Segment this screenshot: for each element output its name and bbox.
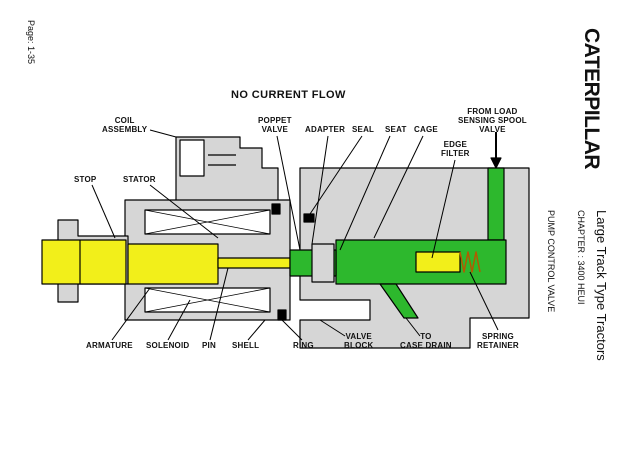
label-pin: PIN xyxy=(202,341,216,350)
diagram-title: NO CURRENT FLOW xyxy=(231,89,346,101)
armature xyxy=(41,239,127,285)
label-seal: SEAL xyxy=(352,125,375,134)
label-armature: ARMATURE xyxy=(86,341,133,350)
header-section: PUMP CONTROL VALVE xyxy=(546,210,556,313)
label-spring-retainer: SPRING RETAINER xyxy=(477,332,519,350)
oil-passage-vertical xyxy=(487,167,505,241)
case-drain-passage xyxy=(379,283,419,319)
pin xyxy=(217,257,291,269)
label-shell: SHELL xyxy=(232,341,260,350)
page-number: Page: 1-35 xyxy=(26,20,36,65)
caterpillar-logo: CATERPILLAR xyxy=(580,28,603,170)
header-title: Large Track Type Tractors xyxy=(594,210,609,361)
label-solenoid: SOLENOID xyxy=(146,341,190,350)
label-to-case-drain: TO CASE DRAIN xyxy=(400,332,452,350)
label-stop: STOP xyxy=(74,175,97,184)
label-edge-filter: EDGE FILTER xyxy=(441,140,470,158)
label-poppet-valve: POPPET VALVE xyxy=(258,116,292,134)
ring-upper xyxy=(271,203,281,215)
label-coil-assembly: COIL ASSEMBLY xyxy=(102,116,148,134)
adapter xyxy=(311,243,335,283)
label-stator: STATOR xyxy=(123,175,156,184)
label-ring: RING xyxy=(293,341,314,350)
stator xyxy=(127,243,219,285)
header-chapter: CHAPTER : 3400 HEUI xyxy=(576,210,586,305)
label-adapter: ADAPTER xyxy=(305,125,346,134)
spring xyxy=(459,251,481,273)
label-seat: SEAT xyxy=(385,125,407,134)
ring xyxy=(277,309,287,321)
seal xyxy=(303,213,315,223)
label-cage: CAGE xyxy=(414,125,438,134)
edge-filter xyxy=(415,251,461,273)
label-from-load-sensing-spool-valve: FROM LOAD SENSING SPOOL VALVE xyxy=(458,107,527,134)
label-valve-block: VALVE BLOCK xyxy=(344,332,374,350)
